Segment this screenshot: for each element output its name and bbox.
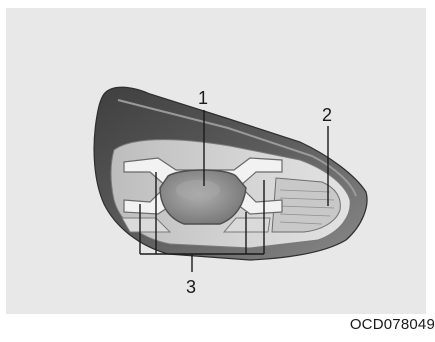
figure-code: OCD078049 (350, 314, 435, 336)
callout-label-3: 3 (186, 277, 196, 297)
callout-label-2: 2 (322, 105, 332, 125)
projector-highlight (176, 180, 220, 200)
callout-label-1: 1 (198, 88, 208, 108)
